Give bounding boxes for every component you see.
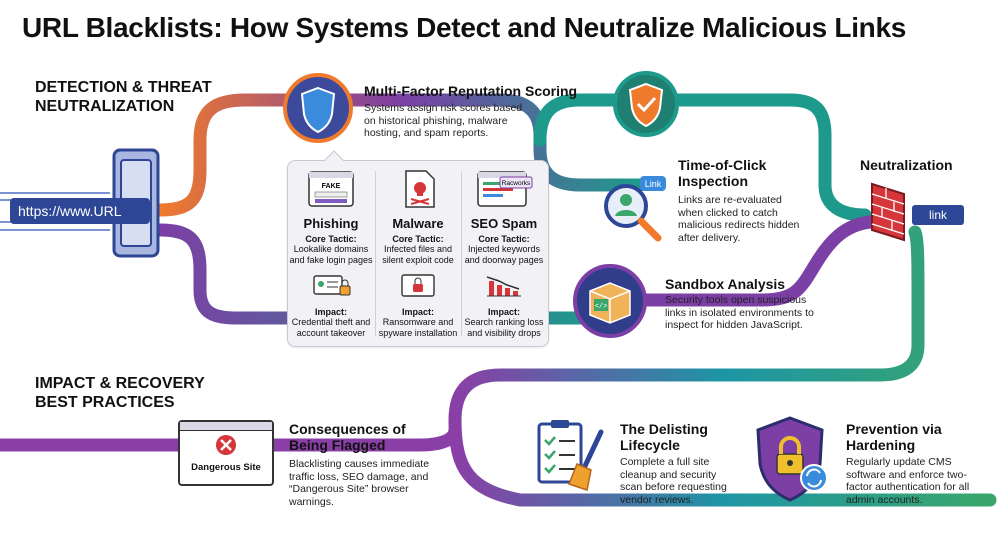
- shield-check-icon: [612, 70, 680, 143]
- upper-right-route: [533, 93, 872, 222]
- threat-malware: Malware Core Tactic: Infected files and …: [375, 169, 461, 266]
- threat-seo-spam: Racworks SEO Spam Core Tactic: Injected …: [461, 169, 547, 266]
- card-pointer: [324, 150, 344, 162]
- reputation-text: Systems assign risk scores based on hist…: [364, 102, 523, 139]
- impact-label: Impact:: [487, 307, 520, 317]
- time-of-click-heading: Time-of-Click Inspection: [678, 157, 767, 189]
- delisting-text: Complete a full site cleanup and securit…: [620, 456, 727, 506]
- reputation-heading: Multi-Factor Reputation Scoring: [364, 83, 578, 99]
- sandbox-heading: Sandbox Analysis: [665, 276, 786, 292]
- impact-value: Search ranking loss and visibility drops: [464, 317, 544, 338]
- page-title: URL Blacklists: How Systems Detect and N…: [22, 12, 907, 43]
- threat-name: Phishing: [303, 216, 359, 231]
- threat-card: FAKE Phishing Core Tactic: Lookalike dom…: [287, 150, 549, 347]
- threat-malware-impact: Impact: Ransomware and spyware installat…: [375, 273, 461, 339]
- fake-login-icon: FAKE: [308, 171, 354, 207]
- left-exit-route: [0, 423, 462, 452]
- window-titlebar: [180, 422, 272, 431]
- impact-label: Impact:: [401, 307, 434, 317]
- delisting-heading: The Delisting Lifecycle: [620, 421, 708, 453]
- svg-text:</>: </>: [595, 303, 608, 311]
- checklist-brush-icon: [533, 418, 613, 503]
- impact-value: Ransomware and spyware installation: [378, 317, 458, 338]
- divider: [461, 171, 462, 336]
- prevention-text: Regularly update CMS software and enforc…: [846, 456, 970, 506]
- threat-phishing-impact: Impact: Credential theft and account tak…: [288, 273, 374, 339]
- descending-route: [448, 225, 997, 507]
- consequences-text: Blacklisting causes immediate traffic lo…: [289, 458, 430, 508]
- skull-file-icon: [405, 170, 435, 208]
- shield-lock-icon: [750, 414, 834, 509]
- tactic-value: Lookalike domains and fake login pages: [289, 244, 373, 265]
- firewall-icon: [864, 180, 924, 249]
- divider: [375, 171, 376, 336]
- section-heading-impact: IMPACT & RECOVERY BEST PRACTICES: [35, 375, 205, 411]
- threat-name: SEO Spam: [470, 216, 538, 231]
- sandbox-text: Security tools open suspicious links in …: [665, 294, 814, 331]
- tactic-label: Core Tactic:: [392, 234, 444, 244]
- spam-browser-icon: Racworks: [477, 171, 533, 207]
- impact-label: Impact:: [314, 307, 347, 317]
- link-label: link: [912, 205, 964, 225]
- declining-chart-icon: [486, 276, 521, 297]
- close-icon: [216, 435, 236, 455]
- lower-route: [153, 223, 607, 325]
- tactic-label: Core Tactic:: [478, 234, 530, 244]
- threat-seo-impact: Impact: Search ranking loss and visibili…: [461, 273, 547, 339]
- impact-value: Credential theft and account takeover: [291, 317, 371, 338]
- prevention-heading: Prevention via Hardening: [846, 421, 942, 453]
- racworks-text: Racworks: [502, 180, 531, 187]
- section-heading-detection: DETECTION & THREAT NEUTRALIZATION: [35, 79, 212, 115]
- neutralization-heading: Neutralization: [860, 157, 953, 173]
- consequences-heading: Consequences of Being Flagged: [289, 421, 406, 453]
- locked-screen-icon: [401, 274, 435, 297]
- shield-icon: [282, 72, 354, 149]
- link-tag: Link: [645, 179, 662, 189]
- threat-name: Malware: [392, 216, 444, 231]
- time-of-click-text: Links are re-evaluated when clicked to c…: [678, 194, 800, 244]
- magnifier-user-icon: Link: [596, 172, 676, 249]
- dangerous-site-window: Dangerous Site: [178, 420, 274, 486]
- tactic-value: Infected files and silent exploit code: [382, 244, 454, 265]
- tactic-label: Core Tactic:: [305, 234, 357, 244]
- url-label: https://www.URL: [10, 198, 150, 224]
- threat-phishing: FAKE Phishing Core Tactic: Lookalike dom…: [288, 169, 374, 266]
- tactic-value: Injected keywords and doorway pages: [464, 244, 544, 265]
- dangerous-site-badge: Dangerous Site: [191, 462, 261, 473]
- fake-text: FAKE: [322, 183, 341, 190]
- sandbox-box-icon: </>: [572, 263, 648, 344]
- id-card-lock-icon: [313, 275, 351, 296]
- sandbox-route: [633, 215, 877, 307]
